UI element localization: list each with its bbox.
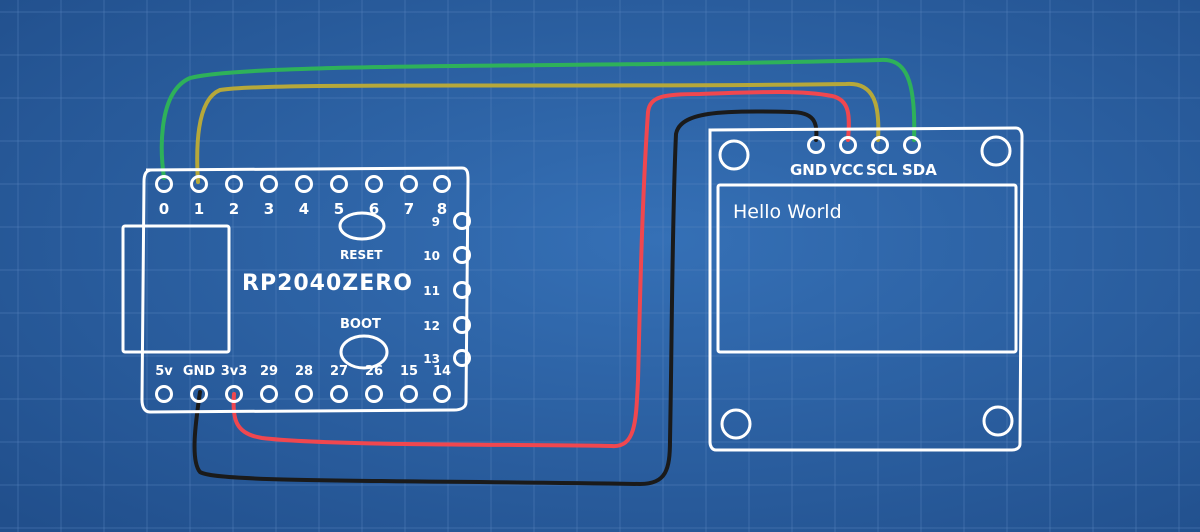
wire-green-0-sda [159, 57, 917, 180]
screen-text: Hello World [733, 201, 842, 223]
board-pin-label-8: 8 [437, 200, 447, 218]
board-pin-label-15: 15 [400, 364, 418, 379]
board-pin-label-27: 27 [330, 364, 348, 379]
display-labels: GND VCC SCL SDA Hello World [733, 161, 937, 223]
right-pin-labels: 9 10 11 12 13 [423, 215, 440, 366]
board-pin-label-13: 13 [423, 352, 440, 366]
board-pin-hole-4 [295, 175, 313, 193]
board-pin-label-6: 6 [369, 200, 379, 218]
board-pin-hole-13 [453, 349, 471, 367]
board-pin-label-gnd: GND [183, 364, 216, 379]
board-pin-hole-gnd [190, 385, 208, 403]
board-pin-label-4: 4 [299, 200, 309, 218]
board-pin-hole-0 [155, 175, 173, 193]
board-pin-label-14: 14 [433, 364, 451, 379]
board-pin-label-29: 29 [260, 364, 278, 379]
bottom-pin-holes [155, 385, 451, 403]
board-pin-hole-26 [365, 385, 383, 403]
oled-display-module [708, 126, 1024, 452]
display-pin-vcc [839, 136, 857, 154]
display-pin-sda [903, 136, 921, 154]
board-pin-label-10: 10 [423, 249, 440, 263]
board-pin-label-9: 9 [432, 215, 440, 229]
board-pin-label-12: 12 [423, 319, 440, 333]
wire-black-gnd-gnd [192, 109, 819, 486]
display-pcb-outline [708, 126, 1024, 452]
board-pin-label-11: 11 [423, 284, 440, 298]
board-outline [140, 166, 470, 414]
board-pin-hole-7 [400, 175, 418, 193]
board-pin-label-28: 28 [295, 364, 313, 379]
top-pin-holes [155, 175, 451, 193]
board-pin-hole-12 [453, 316, 471, 334]
board-pin-hole-2 [225, 175, 243, 193]
board-pin-label-26: 26 [365, 364, 383, 379]
mount-hole-top-left [718, 139, 750, 171]
board-name: RP2040ZERO [242, 271, 413, 296]
display-pin-label-scl: SCL [866, 161, 898, 179]
boot-button [339, 334, 389, 370]
board-pin-label-2: 2 [229, 200, 239, 218]
display-pin-scl [871, 136, 889, 154]
board-pin-hole-28 [295, 385, 313, 403]
board-pin-label-3: 3 [264, 200, 274, 218]
board-pin-hole-15 [400, 385, 418, 403]
board-pin-hole-8 [433, 175, 451, 193]
display-pin-gnd [807, 136, 825, 154]
display-pin-label-vcc: VCC [830, 161, 864, 179]
board-pin-hole-29 [260, 385, 278, 403]
mount-hole-bottom-left [720, 408, 752, 440]
wires [159, 57, 917, 486]
right-pin-holes [453, 212, 471, 367]
boot-label: BOOT [340, 317, 381, 332]
board-pin-label-1: 1 [194, 200, 204, 218]
board-pin-hole-3v3 [225, 385, 243, 403]
board-pin-hole-9 [453, 212, 471, 230]
board-pin-hole-5 [330, 175, 348, 193]
board-pin-hole-27 [330, 385, 348, 403]
display-screen [716, 183, 1018, 354]
board-pin-label-3v3: 3v3 [221, 364, 248, 379]
reset-button [338, 211, 386, 241]
display-pin-label-sda: SDA [902, 161, 937, 179]
rp2040-zero-board [121, 166, 471, 414]
wire-yellow-1-scl [195, 81, 881, 184]
usb-connector [121, 224, 231, 354]
board-pin-hole-11 [453, 281, 471, 299]
board-pin-hole-6 [365, 175, 383, 193]
bottom-pin-labels: 5v GND 3v3 29 28 27 26 15 14 [155, 364, 451, 379]
mount-hole-top-right [980, 135, 1012, 167]
board-pin-hole-3 [260, 175, 278, 193]
board-pin-label-0: 0 [159, 200, 169, 218]
board-pin-hole-5v [155, 385, 173, 403]
display-pin-label-gnd: GND [790, 161, 827, 179]
wire-red-3v3-vcc [231, 90, 851, 449]
mount-hole-bottom-right [982, 405, 1014, 437]
board-pin-label-7: 7 [404, 200, 414, 218]
board-pin-hole-1 [190, 175, 208, 193]
board-pin-label-5: 5 [334, 200, 344, 218]
board-pin-hole-14 [433, 385, 451, 403]
board-pin-hole-10 [453, 246, 471, 264]
board-pin-label-5v: 5v [155, 364, 173, 379]
reset-label: RESET [340, 248, 383, 262]
top-pin-labels: 0 1 2 3 4 5 6 7 8 [159, 200, 447, 218]
